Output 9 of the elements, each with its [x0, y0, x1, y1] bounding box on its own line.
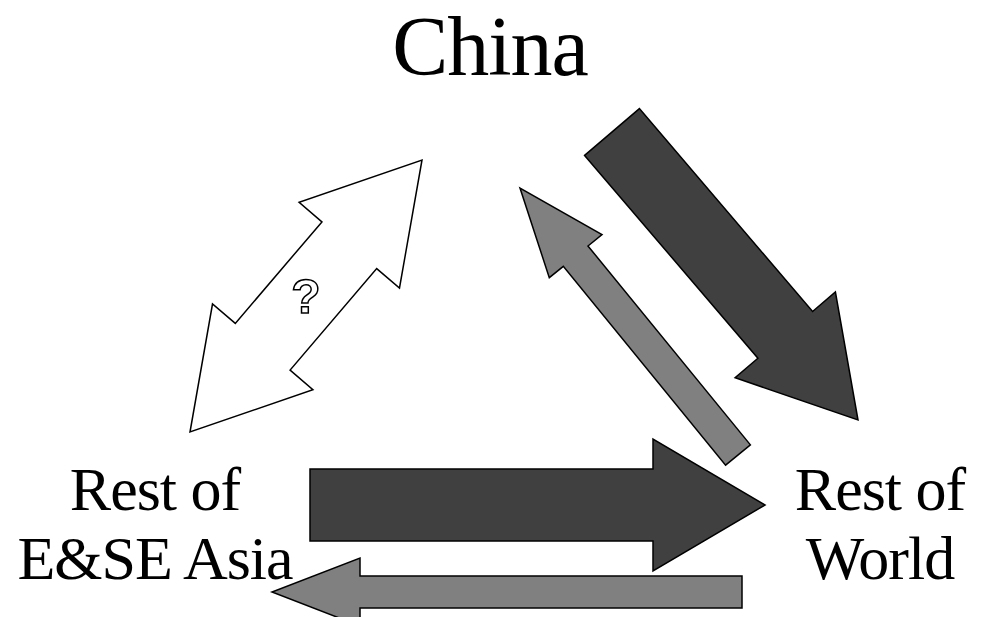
region-label: Rest of E&SE Asia — [10, 455, 300, 594]
block-arrow — [309, 437, 767, 573]
region-label: Rest of World — [760, 455, 1000, 594]
block-arrow — [269, 556, 743, 617]
edge-label: ? — [291, 268, 321, 324]
block-arrow — [518, 186, 752, 467]
region-label: China — [360, 0, 620, 95]
block-arrow — [189, 158, 423, 434]
block-arrow — [583, 107, 859, 422]
